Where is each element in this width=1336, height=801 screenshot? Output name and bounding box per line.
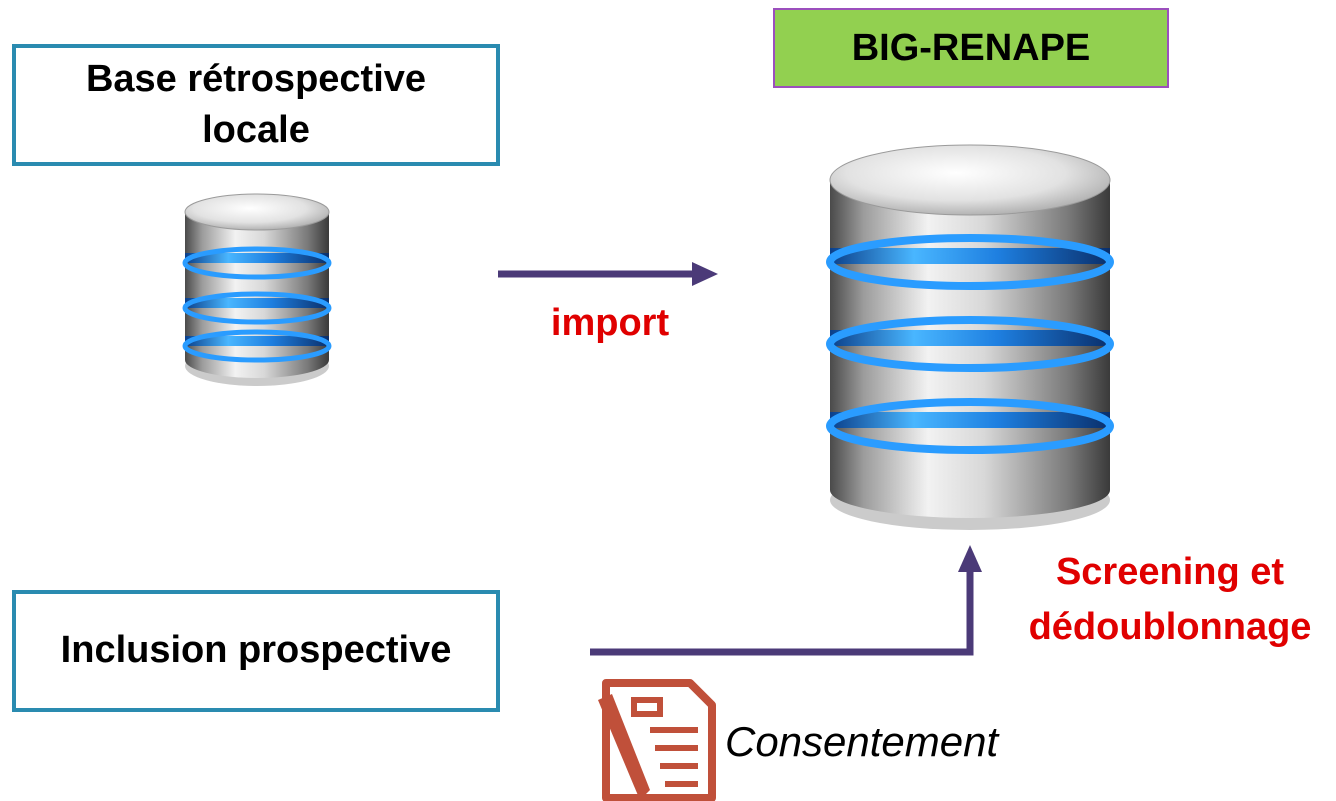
local-base-label-line2: locale [202,109,310,151]
big-renape-database-icon [826,144,1114,530]
import-edge-label: import [550,302,670,344]
local-base-label-line1: Base rétrospective [85,57,427,100]
prospective-inclusion-label: Inclusion prospective [60,629,452,672]
screening-edge-label: Screening et dédoublonnage [1010,545,1330,655]
screening-label-line1: Screening et [1055,551,1285,593]
import-arrow [498,262,718,286]
prospective-inclusion-node: Inclusion prospective [12,590,500,712]
local-base-node: Base rétrospective locale [12,44,500,166]
screening-label-line2: dédoublonnage [1028,606,1312,649]
document-pen-icon [598,679,716,801]
consent-label: Consentement [725,718,999,765]
local-database-icon [182,193,332,386]
screening-arrow [590,545,982,656]
big-renape-node: BIG-RENAPE [773,8,1169,88]
big-renape-label: BIG-RENAPE [851,26,1091,69]
